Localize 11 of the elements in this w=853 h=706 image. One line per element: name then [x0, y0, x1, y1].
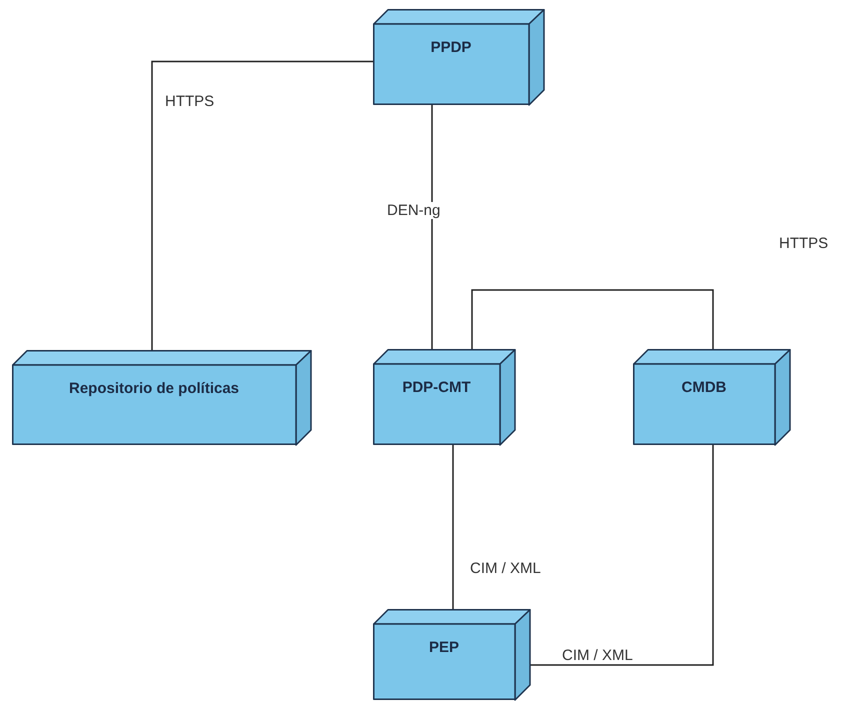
connector-line: [431, 105, 433, 349]
node-label: CMDB: [680, 379, 728, 396]
connector-line: [452, 445, 454, 609]
connector-line: [471, 289, 714, 349]
connector-line: [151, 60, 373, 350]
edge-label: DEN-ng: [385, 202, 442, 219]
connector-line: [530, 445, 714, 666]
node-label: PEP: [428, 639, 460, 656]
node-label: PDP-CMT: [401, 379, 472, 396]
node-label: PPDP: [430, 39, 472, 56]
node-label: Repositorio de políticas: [68, 380, 240, 397]
